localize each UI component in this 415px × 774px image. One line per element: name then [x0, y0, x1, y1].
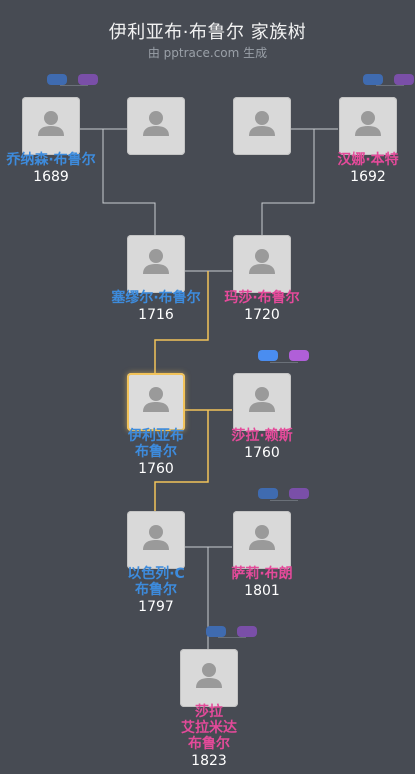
- badge-icon[interactable]: [289, 350, 309, 361]
- person-name[interactable]: 汉娜·本特: [337, 152, 399, 168]
- person-avatar[interactable]: [127, 97, 185, 155]
- badge-icon[interactable]: [237, 626, 257, 637]
- person-avatar[interactable]: [233, 97, 291, 155]
- badge-icon[interactable]: [363, 74, 383, 85]
- person-name[interactable]: 莎拉 艾拉米达 布鲁尔: [181, 704, 237, 752]
- badge-connector: [270, 500, 298, 501]
- person-name[interactable]: 玛莎·布鲁尔: [224, 290, 300, 306]
- person-avatar[interactable]: [233, 511, 291, 569]
- person-birth-year: 1760: [138, 461, 174, 477]
- page-title: 伊利亚布·布鲁尔 家族树: [108, 22, 307, 43]
- person-avatar[interactable]: [22, 97, 80, 155]
- person-avatar[interactable]: [127, 511, 185, 569]
- person-birth-year: 1720: [244, 307, 280, 323]
- person-name[interactable]: 乔纳森·布鲁尔: [6, 152, 96, 168]
- person-avatar[interactable]: [233, 235, 291, 293]
- page-subtitle: 由 pptrace.com 生成: [147, 46, 268, 60]
- badge-icon[interactable]: [78, 74, 98, 85]
- person-birth-year: 1716: [138, 307, 174, 323]
- person-birth-year: 1801: [244, 583, 280, 599]
- person-birth-year: 1760: [244, 445, 280, 461]
- person-name[interactable]: 莎拉·赖斯: [231, 428, 293, 444]
- badge-icon[interactable]: [47, 74, 67, 85]
- badge-connector: [376, 85, 404, 86]
- badge-icon[interactable]: [394, 74, 414, 85]
- badge-connector: [60, 85, 88, 86]
- highlight-line-3: [154, 410, 209, 511]
- descent-line-2: [261, 129, 315, 235]
- badge-icon[interactable]: [258, 488, 278, 499]
- person-avatar[interactable]: [180, 649, 238, 707]
- person-name[interactable]: 以色列·C 布鲁尔: [127, 566, 185, 598]
- person-birth-year: 1692: [350, 169, 386, 185]
- person-avatar[interactable]: [127, 373, 185, 431]
- person-avatar[interactable]: [127, 235, 185, 293]
- badge-icon[interactable]: [206, 626, 226, 637]
- person-name[interactable]: 伊利亚布 布鲁尔: [128, 428, 184, 460]
- badge-icon[interactable]: [289, 488, 309, 499]
- person-node[interactable]: [96, 97, 216, 217]
- descent-line-1: [102, 129, 156, 235]
- person-name[interactable]: 萨莉·布朗: [231, 566, 293, 582]
- person-node[interactable]: [202, 97, 322, 217]
- person-birth-year: 1823: [191, 753, 227, 769]
- person-birth-year: 1689: [33, 169, 69, 185]
- badge-connector: [270, 362, 298, 363]
- person-birth-year: 1797: [138, 599, 174, 615]
- badge-icon[interactable]: [258, 350, 278, 361]
- badge-connector: [218, 637, 246, 638]
- person-name[interactable]: 塞缪尔·布鲁尔: [111, 290, 201, 306]
- highlight-line-1: [154, 271, 209, 373]
- person-avatar[interactable]: [233, 373, 291, 431]
- person-avatar[interactable]: [339, 97, 397, 155]
